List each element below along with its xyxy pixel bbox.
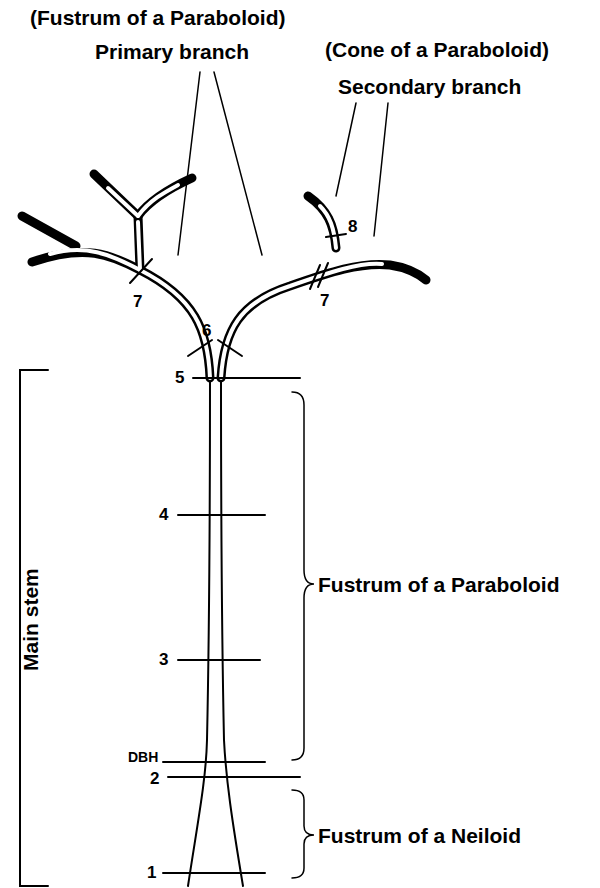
callout-number: 6 bbox=[202, 322, 211, 341]
callout-number: 4 bbox=[159, 506, 168, 525]
part-name: (Fustrum of a Paraboloid) bbox=[30, 6, 286, 29]
callout-number: 8 bbox=[348, 218, 357, 237]
callout-number: 3 bbox=[159, 651, 168, 670]
trunk-outline bbox=[188, 375, 210, 886]
part-name: Primary branch bbox=[95, 40, 249, 63]
callout-number: 7 bbox=[133, 293, 142, 312]
part-name: Main stem bbox=[18, 569, 41, 672]
dimension-label: DBH bbox=[128, 750, 158, 765]
callout-number: 7 bbox=[320, 292, 329, 311]
part-name: Fustrum of a Neiloid bbox=[318, 824, 521, 847]
part-name: Secondary branch bbox=[338, 75, 521, 98]
callout-number: 1 bbox=[147, 864, 156, 883]
part-name: Fustrum of a Paraboloid bbox=[318, 573, 560, 596]
callout-number: 5 bbox=[175, 369, 184, 388]
callout-number: 2 bbox=[150, 770, 159, 789]
trunk-outline bbox=[221, 375, 243, 886]
part-name: (Cone of a Paraboloid) bbox=[325, 38, 549, 61]
